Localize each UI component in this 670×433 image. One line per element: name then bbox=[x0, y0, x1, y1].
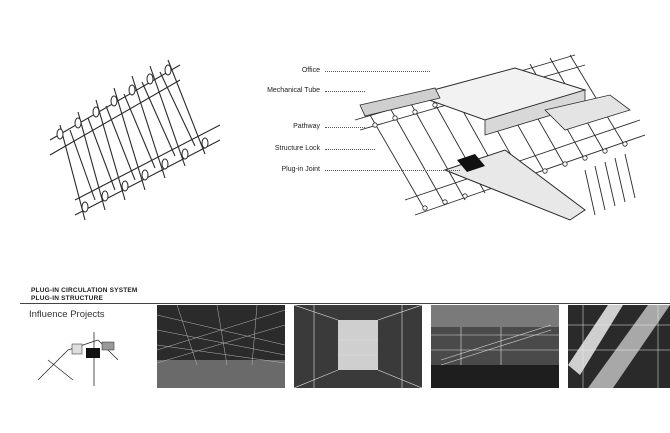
callout-pathway: Pathway bbox=[293, 123, 320, 130]
influence-projects-title: Influence Projects bbox=[29, 309, 105, 320]
section-divider bbox=[20, 303, 670, 304]
callout-plug-in-joint: Plug-in Joint bbox=[281, 166, 320, 173]
heading-circulation-system: PLUG-IN CIRCULATION SYSTEM bbox=[31, 287, 138, 294]
leader-office bbox=[325, 71, 430, 72]
plug-in-structure-lattice bbox=[49, 59, 221, 221]
influence-photo-tubes bbox=[568, 305, 670, 388]
influence-photo-space-frame-hall bbox=[157, 305, 285, 388]
influence-photo-facade-escalator bbox=[431, 305, 559, 388]
leader-mechanical-tube bbox=[325, 91, 365, 92]
heading-structure: PLUG-IN STRUCTURE bbox=[31, 295, 104, 302]
section-heading: PLUG-IN CIRCULATION SYSTEM PLUG-IN STRUC… bbox=[31, 287, 138, 303]
leader-structure-lock bbox=[325, 149, 375, 150]
callout-structure-lock: Structure Lock bbox=[274, 145, 320, 152]
circulation-system-assembly bbox=[354, 54, 645, 221]
callout-mechanical-tube: Mechanical Tube bbox=[267, 87, 320, 94]
callout-office: Office bbox=[301, 67, 320, 74]
leader-plug-in-joint bbox=[325, 170, 460, 171]
leader-pathway bbox=[325, 127, 365, 128]
influence-sketch bbox=[37, 332, 119, 386]
influence-photo-atrium bbox=[294, 305, 422, 388]
